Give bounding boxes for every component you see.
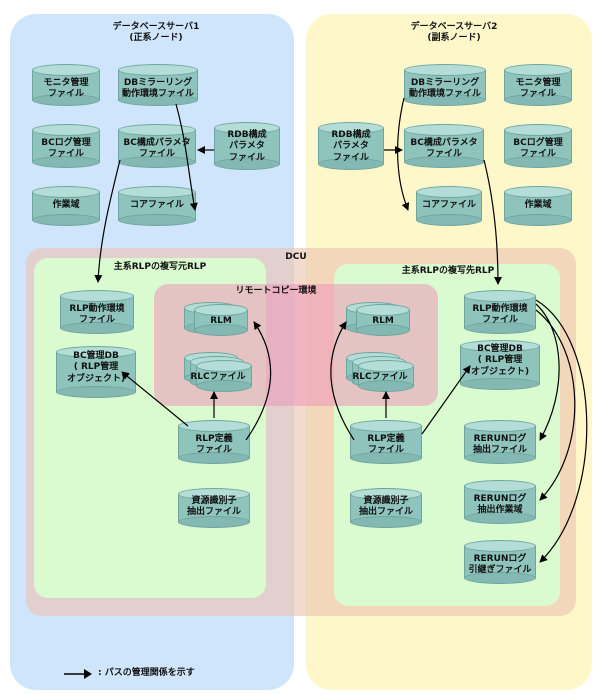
rerun-log-work-cylinder: RERUNログ抽出作業域 [464, 480, 536, 524]
arrow-rlpdef2-to-bcdb2 [421, 365, 471, 435]
arrow-rlpdef-to-rlm [245, 321, 272, 441]
server2-title: データベースサーバ2(副系ノード) [410, 22, 498, 44]
bc-log-cylinder-2: BCログ管理ファイル [504, 124, 572, 168]
rlm-right-stack: RLM [346, 302, 412, 336]
rlp-env-cylinder: RLP動作環境ファイル [60, 290, 134, 334]
rlp-def-cylinder-2: RLP定義ファイル [350, 420, 422, 464]
rlp-target-title: 主系RLPの複写先RLP [401, 266, 495, 276]
arrow-rlpdef2-to-rlm2 [330, 321, 355, 441]
dcu-title: DCU [285, 252, 307, 262]
arrow-bcparam-to-rlpenv [94, 159, 121, 283]
rlc-left-stack: RLCファイル [184, 352, 254, 392]
rlp-source-title: 主系RLPの複写元RLP [113, 262, 207, 272]
rlc-right-stack: RLCファイル [346, 352, 416, 392]
arrow-rlpenv2-to-rerun-work [535, 309, 576, 501]
server1-title: データベースサーバ1(正系ノード) [112, 22, 200, 44]
resource-id-cylinder-2: 資源識別子抽出ファイル [350, 488, 422, 528]
rlm-left-stack: RLM [184, 302, 250, 336]
monitor-file-cylinder-2: モニタ管理ファイル [504, 64, 572, 106]
core-file-cylinder-2: コアファイル [416, 186, 482, 226]
monitor-file-cylinder: モニタ管理ファイル [32, 64, 100, 106]
bc-db-cylinder-2: BC管理DB( RLP管理オブジェクト) [460, 340, 540, 390]
rlp-env-cylinder-2: RLP動作環境ファイル [464, 290, 536, 334]
core-file-cylinder: コアファイル [118, 186, 196, 226]
rlc-right-cylinder: RLCファイル [352, 360, 414, 392]
arrow-rlpdef-to-bcdb [121, 371, 189, 427]
rlm-right-cylinder: RLM [356, 304, 410, 336]
legend-text: : パスの管理関係を示す [98, 668, 195, 678]
bc-log-cylinder: BCログ管理ファイル [32, 124, 100, 168]
rlp-def-cylinder: RLP定義ファイル [178, 420, 250, 464]
rlc-left-cylinder: RLCファイル [190, 360, 252, 392]
rerun-log-handover-cylinder: RERUNログ引継ぎファイル [464, 540, 536, 584]
arrow-rlpenv2-to-rerun-handover [535, 299, 588, 563]
arrow-bcparam2-to-rlpenv2 [483, 159, 502, 285]
arrow-rlpenv2-to-rerun-extract [535, 303, 560, 441]
work-area-cylinder-2: 作業域 [504, 186, 572, 226]
arrow-mirror-to-core [175, 103, 198, 211]
rdb-param-cylinder: RDB構成パラメタファイル [214, 122, 280, 170]
db-mirroring-env-cylinder-2: DBミラーリング動作環境ファイル [404, 64, 486, 106]
rdb-param-cylinder-2: RDB構成パラメタファイル [318, 122, 384, 170]
rerun-log-extract-cylinder: RERUNログ抽出ファイル [464, 420, 536, 464]
bc-param-cylinder-2: BC構成パラメタファイル [404, 124, 484, 168]
remote-copy-title: リモートコピー環境 [235, 286, 317, 296]
arrow-mirror2-to-core2 [397, 97, 410, 211]
db-mirroring-env-cylinder: DBミラーリング動作環境ファイル [118, 64, 198, 106]
work-area-cylinder: 作業域 [32, 186, 100, 226]
rlm-left-cylinder: RLM [194, 304, 248, 336]
legend-arrow-icon [64, 669, 92, 679]
resource-id-cylinder: 資源識別子抽出ファイル [178, 488, 250, 528]
